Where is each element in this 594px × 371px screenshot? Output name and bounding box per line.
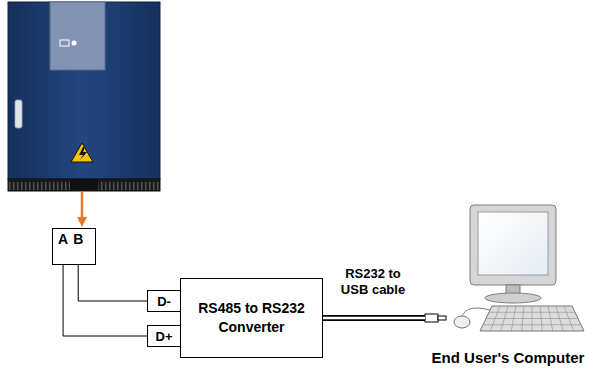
terminal-block: AB xyxy=(52,228,96,265)
pin-box: D- xyxy=(147,290,181,312)
pointer-arrow xyxy=(81,191,84,222)
cabinet xyxy=(8,2,160,191)
node-text: D+ xyxy=(156,329,173,344)
cable-core xyxy=(323,317,425,320)
converter-box: RS485 to RS232 Converter xyxy=(180,278,323,358)
computer-illustration xyxy=(425,205,584,331)
cable-label: RS232 to USB cable xyxy=(333,266,413,299)
cable xyxy=(323,315,425,321)
node-text: B xyxy=(73,230,83,248)
computer-node: End User's Computer xyxy=(425,198,591,369)
node-text: End User's Computer xyxy=(432,349,585,366)
node-text: RS485 to RS232 Converter xyxy=(189,299,314,337)
pin-box: D+ xyxy=(147,325,181,347)
wire xyxy=(63,265,147,336)
node-text: D- xyxy=(157,294,171,309)
wire xyxy=(78,265,147,301)
node-text: A xyxy=(58,230,68,248)
